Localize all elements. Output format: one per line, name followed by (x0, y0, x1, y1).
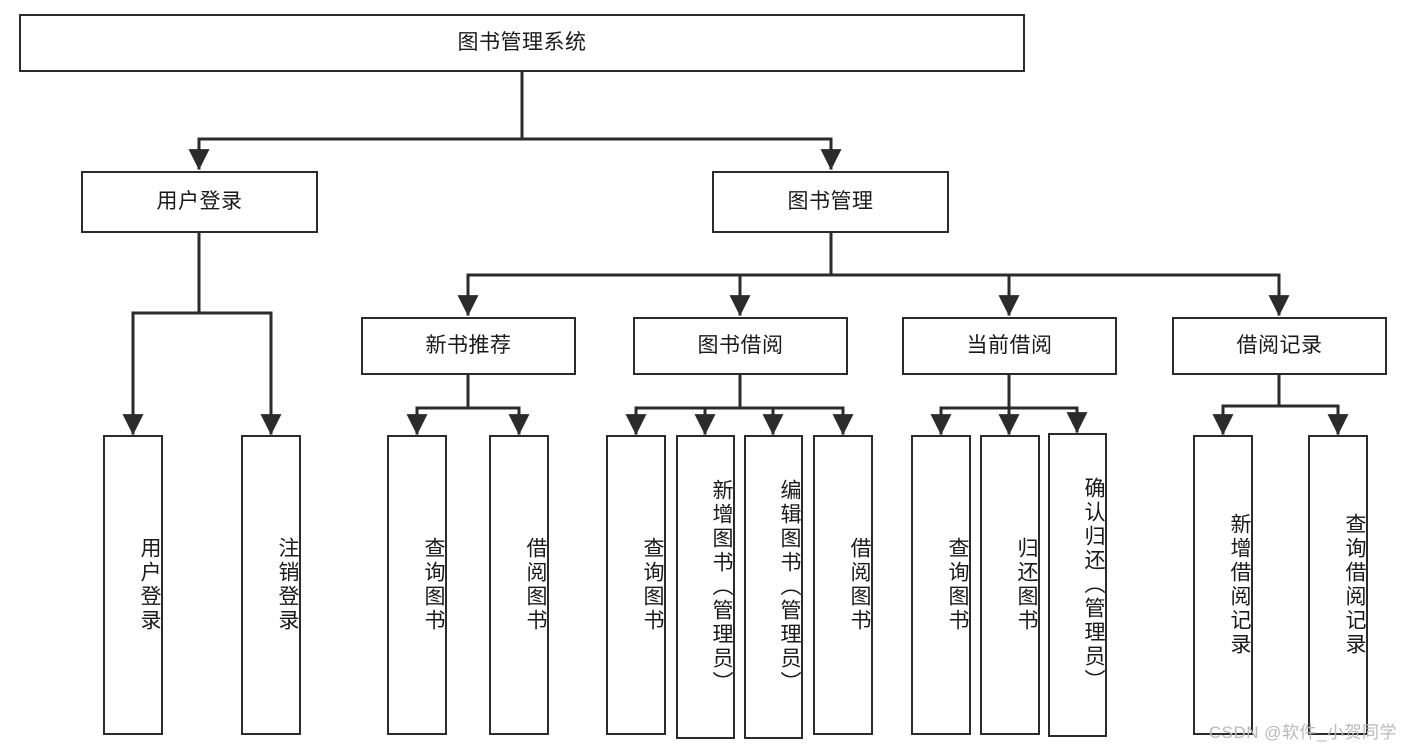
leaf-add-record-label: 新增借阅记录 (1228, 513, 1251, 657)
leaf-confirm-return-label: 确认归还（管理员） (1082, 477, 1105, 693)
leaf-add-record[interactable]: 新增借阅记录 (1193, 435, 1253, 735)
leaf-user-login[interactable]: 用户登录 (103, 435, 163, 735)
leaf-query-book-3-label: 查询图书 (946, 537, 969, 633)
leaf-add-book-label: 新增图书（管理员） (710, 479, 733, 695)
leaf-user-login-label: 用户登录 (138, 537, 161, 633)
leaf-borrow-book-1-label: 借阅图书 (524, 537, 547, 633)
node-new-book-recommend-label: 新书推荐 (425, 333, 512, 357)
leaf-add-book[interactable]: 新增图书（管理员） (676, 435, 735, 739)
leaf-query-book-2-label: 查询图书 (641, 537, 664, 633)
watermark: CSDN @软件_小贺同学 (1208, 723, 1397, 742)
leaf-borrow-book-1[interactable]: 借阅图书 (489, 435, 549, 735)
leaf-user-logout-label: 注销登录 (276, 537, 299, 633)
node-current-borrow-label: 当前借阅 (966, 333, 1053, 357)
leaf-query-record-label: 查询借阅记录 (1343, 513, 1366, 657)
leaf-user-logout[interactable]: 注销登录 (241, 435, 301, 735)
node-book-borrow[interactable]: 图书借阅 (633, 317, 848, 375)
node-borrow-record-label: 借阅记录 (1236, 333, 1323, 357)
node-new-book-recommend[interactable]: 新书推荐 (361, 317, 576, 375)
node-book-borrow-label: 图书借阅 (697, 333, 784, 357)
node-book-manage[interactable]: 图书管理 (712, 171, 949, 233)
leaf-query-book-1-label: 查询图书 (422, 537, 445, 633)
node-current-borrow[interactable]: 当前借阅 (902, 317, 1117, 375)
leaf-edit-book-label: 编辑图书（管理员） (778, 479, 801, 695)
leaf-return-book[interactable]: 归还图书 (980, 435, 1040, 735)
node-borrow-record[interactable]: 借阅记录 (1172, 317, 1387, 375)
leaf-query-book-2[interactable]: 查询图书 (606, 435, 666, 735)
node-user-login[interactable]: 用户登录 (81, 171, 318, 233)
leaf-query-book-1[interactable]: 查询图书 (387, 435, 447, 735)
leaf-query-record[interactable]: 查询借阅记录 (1308, 435, 1368, 735)
leaf-borrow-book-2-label: 借阅图书 (848, 537, 871, 633)
leaf-edit-book[interactable]: 编辑图书（管理员） (744, 435, 803, 739)
node-user-login-label: 用户登录 (156, 189, 243, 213)
leaf-return-book-label: 归还图书 (1015, 537, 1038, 633)
leaf-borrow-book-2[interactable]: 借阅图书 (813, 435, 873, 735)
leaf-query-book-3[interactable]: 查询图书 (911, 435, 971, 735)
node-book-manage-label: 图书管理 (787, 189, 874, 213)
leaf-confirm-return[interactable]: 确认归还（管理员） (1048, 433, 1107, 737)
node-root-label: 图书管理系统 (457, 30, 587, 54)
node-root[interactable]: 图书管理系统 (19, 14, 1025, 72)
